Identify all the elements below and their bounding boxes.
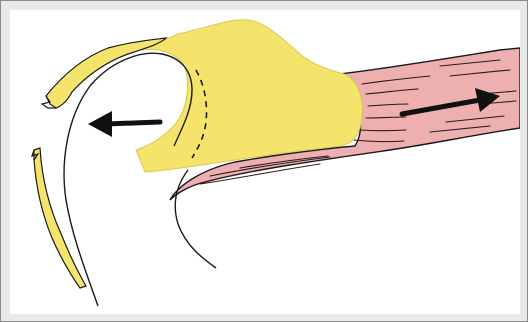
figure-panel: [10, 10, 520, 314]
bone-outline: [64, 53, 192, 306]
left-arrow: [88, 111, 160, 137]
yellow-ribbon-lower: [34, 148, 86, 288]
anatomical-illustration: [10, 10, 520, 314]
